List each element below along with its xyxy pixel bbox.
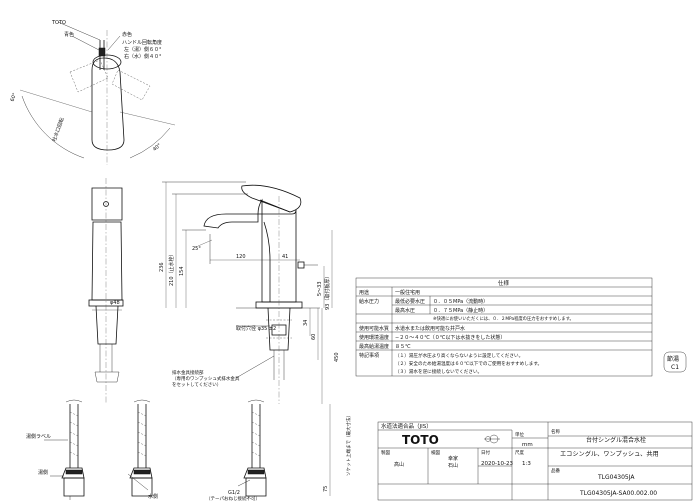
spec-title: 仕様 — [498, 279, 510, 287]
drawing-number: TLG04305JA-SA00.002.00 — [579, 490, 657, 497]
angle-left: 60° — [10, 92, 19, 103]
spec-sub-1: 最低必要水圧 — [395, 298, 425, 305]
dim-5-33: 5〜33 — [317, 281, 323, 296]
spec-value-7: （１）湯圧が水圧より高くならないように設定してください。 — [395, 352, 523, 359]
dim-25: 25° — [192, 246, 201, 252]
spec-label-4: 使用可能水質 — [359, 325, 389, 332]
dim-210: 210（止水栓） — [168, 251, 175, 286]
drawn-by: 高山 — [394, 461, 404, 468]
unit-label: 単位 — [515, 431, 524, 438]
thread-note-2: （テーパおねじ接続不可） — [206, 495, 260, 502]
part-number: TLG04305JA — [597, 474, 635, 481]
check-label: 検図 — [431, 449, 440, 456]
scale-value: 1:3 — [522, 461, 531, 467]
drawn-label: 製図 — [381, 449, 390, 456]
spec-label-5: 使用環境温度 — [359, 334, 389, 341]
label-hot-side: 湯側ラベル — [26, 433, 51, 440]
name-label: 名称 — [551, 428, 560, 435]
thread-note: G1/2 — [228, 490, 240, 496]
jis-label: 水道法適合品（JIS） — [381, 422, 432, 430]
title-block — [377, 421, 693, 501]
product-name-1: 台付シングル混合水栓 — [586, 436, 646, 444]
spec-value-0: 一般住宅用 — [395, 289, 420, 296]
spec-value-6: ８５℃ — [395, 344, 411, 350]
socket-note: ソケット上端まで（最大寸法） — [345, 413, 352, 476]
top-view — [19, 21, 176, 165]
spec-sub-2: 最高水圧 — [395, 307, 415, 314]
front-view — [88, 178, 124, 404]
drain-note-3: をセットしてください） — [172, 381, 221, 388]
top-brand-label: TOTO — [51, 20, 66, 26]
spec-table — [355, 277, 653, 377]
handle-angle-cold: 左（湯）側６０° — [124, 46, 162, 53]
stamp-line2: C1 — [671, 364, 679, 371]
dim-48: φ48 — [110, 300, 120, 306]
spec-value-5: −２０〜４０℃（０℃以下は水抜きをした状態） — [395, 334, 505, 341]
handle-angle-title: ハンドル回転角度 — [122, 39, 162, 46]
label-hot-pipe: 湯側 — [38, 469, 48, 476]
dim-41: 41 — [282, 254, 288, 260]
spec-label-6: 最高給湯温度 — [359, 343, 389, 350]
label-cold-pipe: 水側 — [148, 493, 158, 500]
checker-1: 幸家 — [448, 455, 458, 462]
spec-value-9: （３）湯水を逆に接続しないでください。 — [395, 368, 482, 375]
unit-value: mm — [522, 442, 533, 448]
water-saving-stamp — [663, 351, 687, 373]
dim-93: 93（取付板厚） — [324, 274, 331, 310]
dim-154: 154 — [179, 266, 185, 276]
spec-value-3: ※快適にお使いいただくには、０．２MPa程度の圧力をおすすめします。 — [433, 315, 574, 322]
spec-value-1: ０．０５MPa（流動時） — [433, 298, 488, 305]
spec-label-7: 特記事項 — [359, 352, 379, 359]
label-blue: 青色 — [64, 31, 74, 38]
side-view — [203, 184, 320, 404]
spout-swing: 吐水口回転 — [51, 117, 66, 143]
angle-right: 40° — [152, 142, 163, 153]
dim-120: 120 — [236, 254, 246, 260]
label-red: 赤色 — [122, 31, 132, 38]
part-label: 品番 — [551, 467, 560, 474]
dim-236: 236 — [159, 262, 165, 272]
spec-value-4: 水道水または飲用可能な井戸水 — [395, 325, 465, 332]
dim-450: 450 — [334, 352, 340, 362]
dim-75: 75 — [323, 486, 329, 492]
side-dimensions — [162, 181, 333, 496]
spec-value-8: （２）安全のため給湯温度は６０℃以下でのご使用をおすすめします。 — [395, 360, 542, 367]
dim-60: 60 — [311, 334, 317, 340]
toto-logo: TOTO — [402, 433, 439, 447]
supply-hoses — [44, 399, 267, 500]
date-value: 2020-10-23 — [481, 461, 513, 467]
spec-label-1: 給水圧力 — [359, 298, 379, 305]
dim-34: 34 — [303, 320, 309, 326]
date-label: 日付 — [481, 449, 490, 456]
spec-label-0: 用途 — [359, 289, 369, 296]
stamp-line1: 節湯 — [667, 355, 679, 363]
dim-ring: 取付穴径 φ35 ±2 — [236, 325, 276, 332]
scale-label: 尺度 — [515, 449, 524, 456]
spec-value-2: ０．７５MPa（静止時） — [433, 307, 488, 314]
checker-2: 石山 — [448, 462, 458, 469]
drain-note: 排水金具接続部 — [172, 369, 204, 376]
handle-angle-hot: 右（水）側４０° — [124, 53, 162, 60]
drain-note-leader — [235, 355, 275, 379]
drain-note-2: （専用のワンプッシュ式排水金具 — [172, 375, 240, 382]
product-name-2: エコシングル、ワンプッシュ、共用 — [560, 450, 659, 458]
